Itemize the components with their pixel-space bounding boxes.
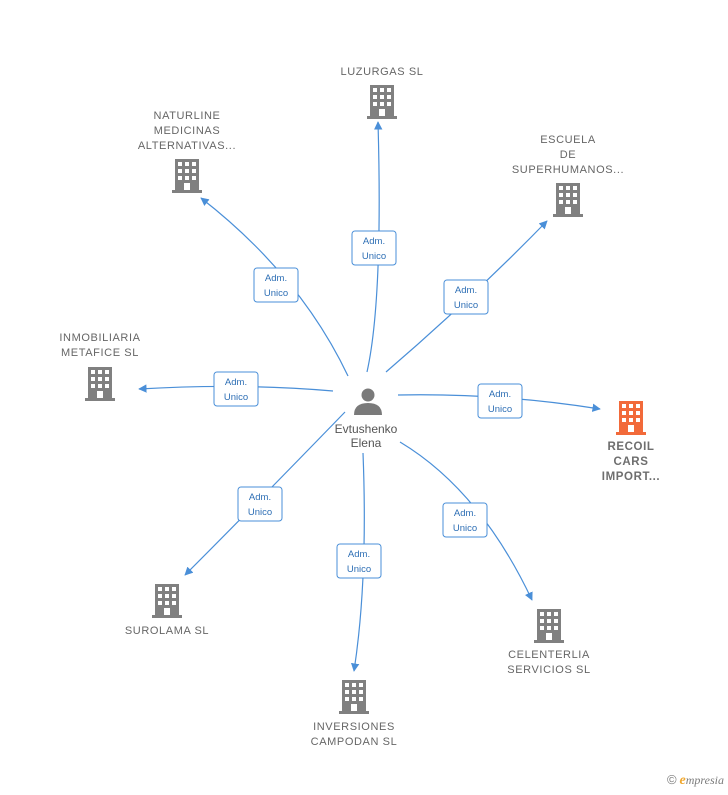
company-label-line: INVERSIONES xyxy=(313,721,395,733)
role-badge-box xyxy=(237,486,283,522)
role-text: Unico xyxy=(488,404,512,415)
role-badge-box xyxy=(442,502,488,538)
role-badge-box xyxy=(336,543,382,579)
role-text: Adm. xyxy=(265,273,287,284)
role-text: Unico xyxy=(453,523,477,534)
role-text: Adm. xyxy=(454,508,476,519)
company-node-surolama[interactable]: SUROLAMA SL xyxy=(125,584,209,637)
company-label-line: RECOIL xyxy=(607,441,654,453)
role-badge-box xyxy=(213,371,259,407)
company-label-line: IMPORT... xyxy=(602,471,660,483)
role-text: Unico xyxy=(264,288,288,299)
role-badge-box xyxy=(253,267,299,303)
company-node-inversiones[interactable]: INVERSIONES CAMPODAN SL xyxy=(311,680,398,748)
company-label-line: CELENTERLIA xyxy=(508,649,590,661)
role-text: Adm. xyxy=(249,492,271,503)
company-label-line: CARS xyxy=(614,456,649,468)
company-node-naturline[interactable]: NATURLINE MEDICINAS ALTERNATIVAS... xyxy=(138,110,236,193)
role-badge-surolama[interactable]: Adm. Unico xyxy=(237,486,283,522)
building-icon xyxy=(152,584,182,618)
brand-name: mpresia xyxy=(685,773,724,787)
role-text: Adm. xyxy=(455,285,477,296)
building-icon xyxy=(534,609,564,643)
role-text: Unico xyxy=(454,300,478,311)
person-name-line: Evtushenko xyxy=(335,422,398,436)
building-icon xyxy=(616,401,646,435)
edge-luzurgas xyxy=(366,121,383,373)
company-label-line: SUPERHUMANOS... xyxy=(512,164,624,176)
role-text: Adm. xyxy=(363,236,385,247)
role-badge-box xyxy=(351,230,397,266)
company-label-line: SERVICIOS SL xyxy=(507,664,590,676)
copyright-symbol: © xyxy=(666,772,677,787)
building-icon xyxy=(85,367,115,401)
company-label-line: SUROLAMA SL xyxy=(125,625,209,637)
company-label-line: NATURLINE xyxy=(154,110,221,122)
role-badge-box xyxy=(443,279,489,315)
company-label-line: ESCUELA xyxy=(540,134,596,146)
company-node-luzurgas[interactable]: LUZURGAS SL xyxy=(340,66,423,119)
role-text: Unico xyxy=(248,507,272,518)
role-text: Adm. xyxy=(348,549,370,560)
role-text: Unico xyxy=(224,392,248,403)
role-badge-naturline[interactable]: Adm. Unico xyxy=(253,267,299,303)
company-node-celenterlia[interactable]: CELENTERLIA SERVICIOS SL xyxy=(507,609,590,676)
role-badge-inmobiliaria[interactable]: Adm. Unico xyxy=(213,371,259,407)
company-label-line: DE xyxy=(560,149,576,161)
role-text: Adm. xyxy=(225,377,247,388)
company-label-line: LUZURGAS SL xyxy=(340,66,423,78)
company-node-escuela[interactable]: ESCUELA DE SUPERHUMANOS... xyxy=(512,134,624,217)
company-node-inmobiliaria[interactable]: INMOBILIARIA METAFICE SL xyxy=(59,332,140,401)
company-label-line: CAMPODAN SL xyxy=(311,736,398,748)
role-badge-celenterlia[interactable]: Adm. Unico xyxy=(442,502,488,538)
building-icon xyxy=(553,183,583,217)
company-label-line: METAFICE SL xyxy=(61,347,139,359)
role-text: Adm. xyxy=(489,389,511,400)
company-node-recoil[interactable]: RECOIL CARS IMPORT... xyxy=(602,401,660,483)
building-icon xyxy=(172,159,202,193)
building-icon xyxy=(339,680,369,714)
brand-initial: e xyxy=(679,773,686,788)
role-text: Unico xyxy=(347,564,371,575)
role-badge-escuela[interactable]: Adm. Unico xyxy=(443,279,489,315)
empresia-logo: © empresia xyxy=(667,772,724,789)
company-label-line: ALTERNATIVAS... xyxy=(138,140,236,152)
role-badge-recoil[interactable]: Adm. Unico xyxy=(477,383,523,419)
building-icon xyxy=(367,85,397,119)
role-badge-inversiones[interactable]: Adm. Unico xyxy=(336,543,382,579)
person-name-line: Elena xyxy=(351,436,382,450)
company-label-line: INMOBILIARIA xyxy=(59,332,140,344)
role-badge-box xyxy=(477,383,523,419)
person-icon xyxy=(354,388,382,415)
role-text: Unico xyxy=(362,251,386,262)
role-badge-luzurgas[interactable]: Adm. Unico xyxy=(351,230,397,266)
company-label-line: MEDICINAS xyxy=(154,125,221,137)
